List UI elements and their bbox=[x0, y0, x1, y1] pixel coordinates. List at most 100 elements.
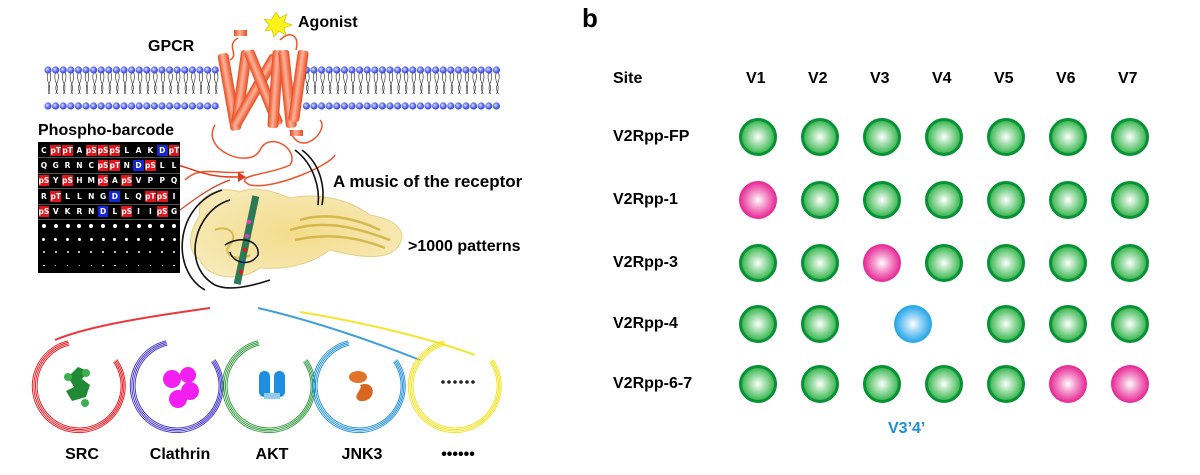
lipid-head bbox=[302, 102, 310, 110]
site-ball-green bbox=[987, 305, 1025, 343]
site-ball-green bbox=[987, 118, 1025, 156]
gpcr-label: GPCR bbox=[148, 38, 195, 55]
lipid-head bbox=[485, 66, 493, 74]
barcode-residue: pS bbox=[97, 160, 109, 172]
barcode-residue: N bbox=[88, 191, 95, 201]
lipid-head bbox=[409, 66, 417, 74]
barcode-residue: pS bbox=[144, 160, 156, 172]
lipid-head bbox=[470, 66, 478, 74]
site-ball-green bbox=[925, 181, 963, 219]
barcode-residue: pS bbox=[109, 144, 121, 156]
lipid-head bbox=[333, 102, 341, 110]
barcode-residue: Q bbox=[40, 161, 48, 171]
site-ball-pink bbox=[1049, 365, 1087, 403]
barcode-residue: pS bbox=[97, 144, 109, 156]
lipid-head bbox=[52, 102, 60, 110]
lipid-head bbox=[447, 66, 455, 74]
row-label: V2Rpp-6-7 bbox=[613, 375, 693, 392]
lipid-head bbox=[128, 66, 136, 74]
effector-pocket-jnk3 bbox=[311, 340, 406, 434]
barcode-residue: M bbox=[87, 176, 95, 186]
barcode-residue: D bbox=[156, 144, 168, 156]
site-header-v5: V5 bbox=[994, 70, 1014, 87]
lipid-head bbox=[59, 66, 67, 74]
barcode-residue: pS bbox=[38, 175, 50, 187]
site-ball-green bbox=[863, 181, 901, 219]
site-ball-pink bbox=[863, 244, 901, 282]
barcode-residue: G bbox=[170, 207, 178, 217]
barcode-residue: pT bbox=[50, 190, 62, 202]
barcode-residue: pS bbox=[97, 175, 109, 187]
lipid-head bbox=[424, 102, 432, 110]
site-ball-green bbox=[1111, 244, 1149, 282]
lipid-head bbox=[462, 102, 470, 110]
site-ball-green bbox=[1049, 181, 1087, 219]
lipid-head bbox=[310, 102, 318, 110]
lipid-head bbox=[135, 66, 143, 74]
lipid-head bbox=[477, 66, 485, 74]
barcode-residue: N bbox=[123, 161, 130, 171]
site-ball-green bbox=[1049, 305, 1087, 343]
barcode-residue: K bbox=[147, 145, 154, 155]
panel-letter-b: b bbox=[582, 3, 598, 33]
lipid-head bbox=[356, 66, 364, 74]
lipid-head bbox=[325, 102, 333, 110]
lipid-head bbox=[470, 102, 478, 110]
site-header-v2: V2 bbox=[808, 70, 828, 87]
lipid-head bbox=[128, 102, 136, 110]
barcode-residue: L bbox=[124, 145, 130, 155]
lipid-head bbox=[356, 102, 364, 110]
lipid-head bbox=[97, 102, 105, 110]
lipid-head bbox=[82, 66, 90, 74]
lipid-head bbox=[112, 66, 120, 74]
lipid-head bbox=[120, 66, 128, 74]
lipid-head bbox=[196, 102, 204, 110]
lipid-head bbox=[158, 102, 166, 110]
akt-protein-icon bbox=[259, 371, 285, 399]
site-ball-blue bbox=[894, 305, 932, 343]
lipid-head bbox=[477, 102, 485, 110]
lipid-head bbox=[74, 66, 82, 74]
effector-label: SRC bbox=[65, 446, 99, 463]
lipid-head bbox=[318, 102, 326, 110]
effector-connectors bbox=[54, 307, 476, 361]
barcode-residue: pS bbox=[62, 175, 73, 187]
barcode-residue: N bbox=[76, 161, 83, 171]
site-ball-green bbox=[739, 118, 777, 156]
site-ball-green bbox=[739, 365, 777, 403]
barcode-residue: pT bbox=[109, 160, 121, 172]
site-ball-pink bbox=[1111, 365, 1149, 403]
lipid-head bbox=[378, 66, 386, 74]
lipid-head bbox=[378, 102, 386, 110]
lipid-head bbox=[333, 66, 341, 74]
lipid-head bbox=[143, 66, 151, 74]
barcode-residue: pS bbox=[38, 206, 50, 218]
lipid-head bbox=[340, 102, 348, 110]
lipid-head bbox=[181, 102, 189, 110]
lipid-head bbox=[340, 66, 348, 74]
lipid-head bbox=[59, 102, 67, 110]
lipid-head bbox=[363, 102, 371, 110]
barcode-residue: A bbox=[111, 176, 118, 186]
lipid-head bbox=[112, 102, 120, 110]
lipid-head bbox=[143, 102, 151, 110]
lipid-head bbox=[371, 66, 379, 74]
barcode-residue: G bbox=[52, 161, 59, 171]
lipid-head bbox=[439, 102, 447, 110]
barcode-residue: H bbox=[76, 176, 83, 186]
barcode-residue: I bbox=[148, 207, 152, 217]
lipid-head bbox=[90, 102, 98, 110]
barcode-residue: N bbox=[88, 207, 95, 217]
lipid-head bbox=[44, 102, 52, 110]
lipid-head bbox=[462, 66, 470, 74]
lipid-head bbox=[120, 102, 128, 110]
lipid-head bbox=[188, 102, 196, 110]
lipid-head bbox=[74, 102, 82, 110]
lipid-membrane bbox=[44, 66, 500, 110]
lipid-head bbox=[166, 66, 174, 74]
barcode-dot-row bbox=[38, 220, 180, 233]
site-ball-green bbox=[801, 305, 839, 343]
site-ball-green bbox=[925, 118, 963, 156]
site-header: Site bbox=[613, 70, 643, 87]
